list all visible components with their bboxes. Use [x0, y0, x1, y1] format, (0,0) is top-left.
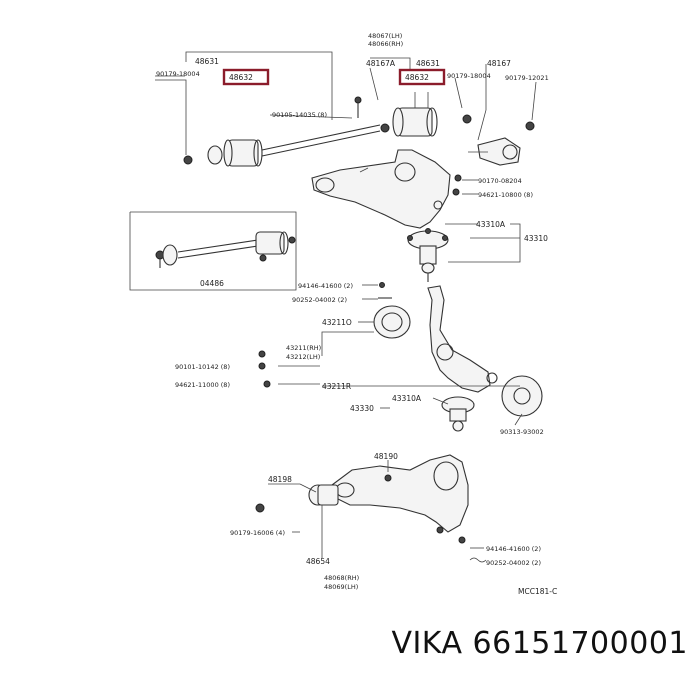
highlight-48632-right: [398, 68, 446, 86]
label-48067: 48067(LH): [368, 32, 402, 40]
label-90179-18004-right: 90179-18004: [447, 72, 491, 80]
bracket-48167: [477, 64, 535, 166]
footer-number: 66151700001: [472, 626, 688, 661]
highlight-48632-left: [222, 68, 270, 86]
part-labels: 48067(LH) 48066(RH) 48631 48632 90179-18…: [156, 32, 557, 596]
label-94621-11000: 94621-11000 (8): [175, 381, 230, 389]
label-48167a: 48167A: [366, 59, 396, 68]
label-43310a-mid: 43310A: [392, 394, 422, 403]
dust-cover-disc: [501, 375, 543, 417]
hub-seal: [373, 282, 411, 339]
leader-lines: [155, 57, 537, 558]
label-90179-18004-left: 90179-18004: [156, 70, 200, 78]
upper-arm-shaft-left: [183, 123, 390, 167]
upper-ball-joint: [407, 228, 449, 282]
upper-bushing-right: [354, 92, 472, 137]
label-48066: 48066(RH): [368, 40, 403, 48]
label-48069-lh: 48069(LH): [324, 583, 358, 591]
label-48190: 48190: [374, 452, 398, 461]
label-43310: 43310: [524, 234, 548, 243]
label-43211o: 43211O: [322, 318, 352, 327]
label-94621-10800: 94621-10800 (8): [478, 191, 533, 199]
label-48632-right: 48632: [405, 73, 429, 82]
label-90179-12021: 90179-12021: [505, 74, 549, 82]
label-43211r: 43211R: [322, 382, 351, 391]
label-90252-04002-top: 90252-04002 (2): [292, 296, 347, 304]
label-43212-lh: 43212(LH): [286, 353, 320, 361]
label-48198: 48198: [268, 475, 292, 484]
lower-control-arm: [255, 454, 487, 563]
label-48654: 48654: [306, 557, 330, 566]
label-94146-41600-bot: 94146-41600 (2): [486, 545, 541, 553]
label-48632-left: 48632: [229, 73, 253, 82]
label-90105-14035: 90105-14035 (8): [272, 111, 327, 119]
label-94146-41600-top: 94146-41600 (2): [298, 282, 353, 290]
knuckle-bolts: [258, 350, 271, 388]
label-90101-10142: 90101-10142 (8): [175, 363, 230, 371]
label-43211-rh: 43211(RH): [286, 344, 321, 352]
label-43330: 43330: [350, 404, 374, 413]
label-48631-left: 48631: [195, 57, 219, 66]
upper-control-arm: [311, 149, 462, 229]
footer-part-number: VIKA 66151700001: [391, 626, 688, 661]
label-90313-93002: 90313-93002: [500, 428, 544, 436]
label-48167: 48167: [487, 59, 511, 68]
label-04486: 04486: [200, 279, 224, 288]
top-left-bracket: [155, 51, 333, 155]
footer-brand: VIKA: [391, 626, 463, 661]
label-code: MCC181-C: [518, 587, 557, 596]
label-48631-right: 48631: [416, 59, 440, 68]
label-90170-08204: 90170-08204: [478, 177, 522, 185]
label-90252-04002-bot: 90252-04002 (2): [486, 559, 541, 567]
kit-04486-box: [129, 211, 297, 291]
label-43310a-top: 43310A: [476, 220, 506, 229]
steering-knuckle: [427, 285, 498, 393]
lower-ball-joint: [441, 396, 475, 432]
label-90179-16006: 90179-16006 (4): [230, 529, 285, 537]
label-48069-rh: 48068(RH): [324, 574, 359, 582]
